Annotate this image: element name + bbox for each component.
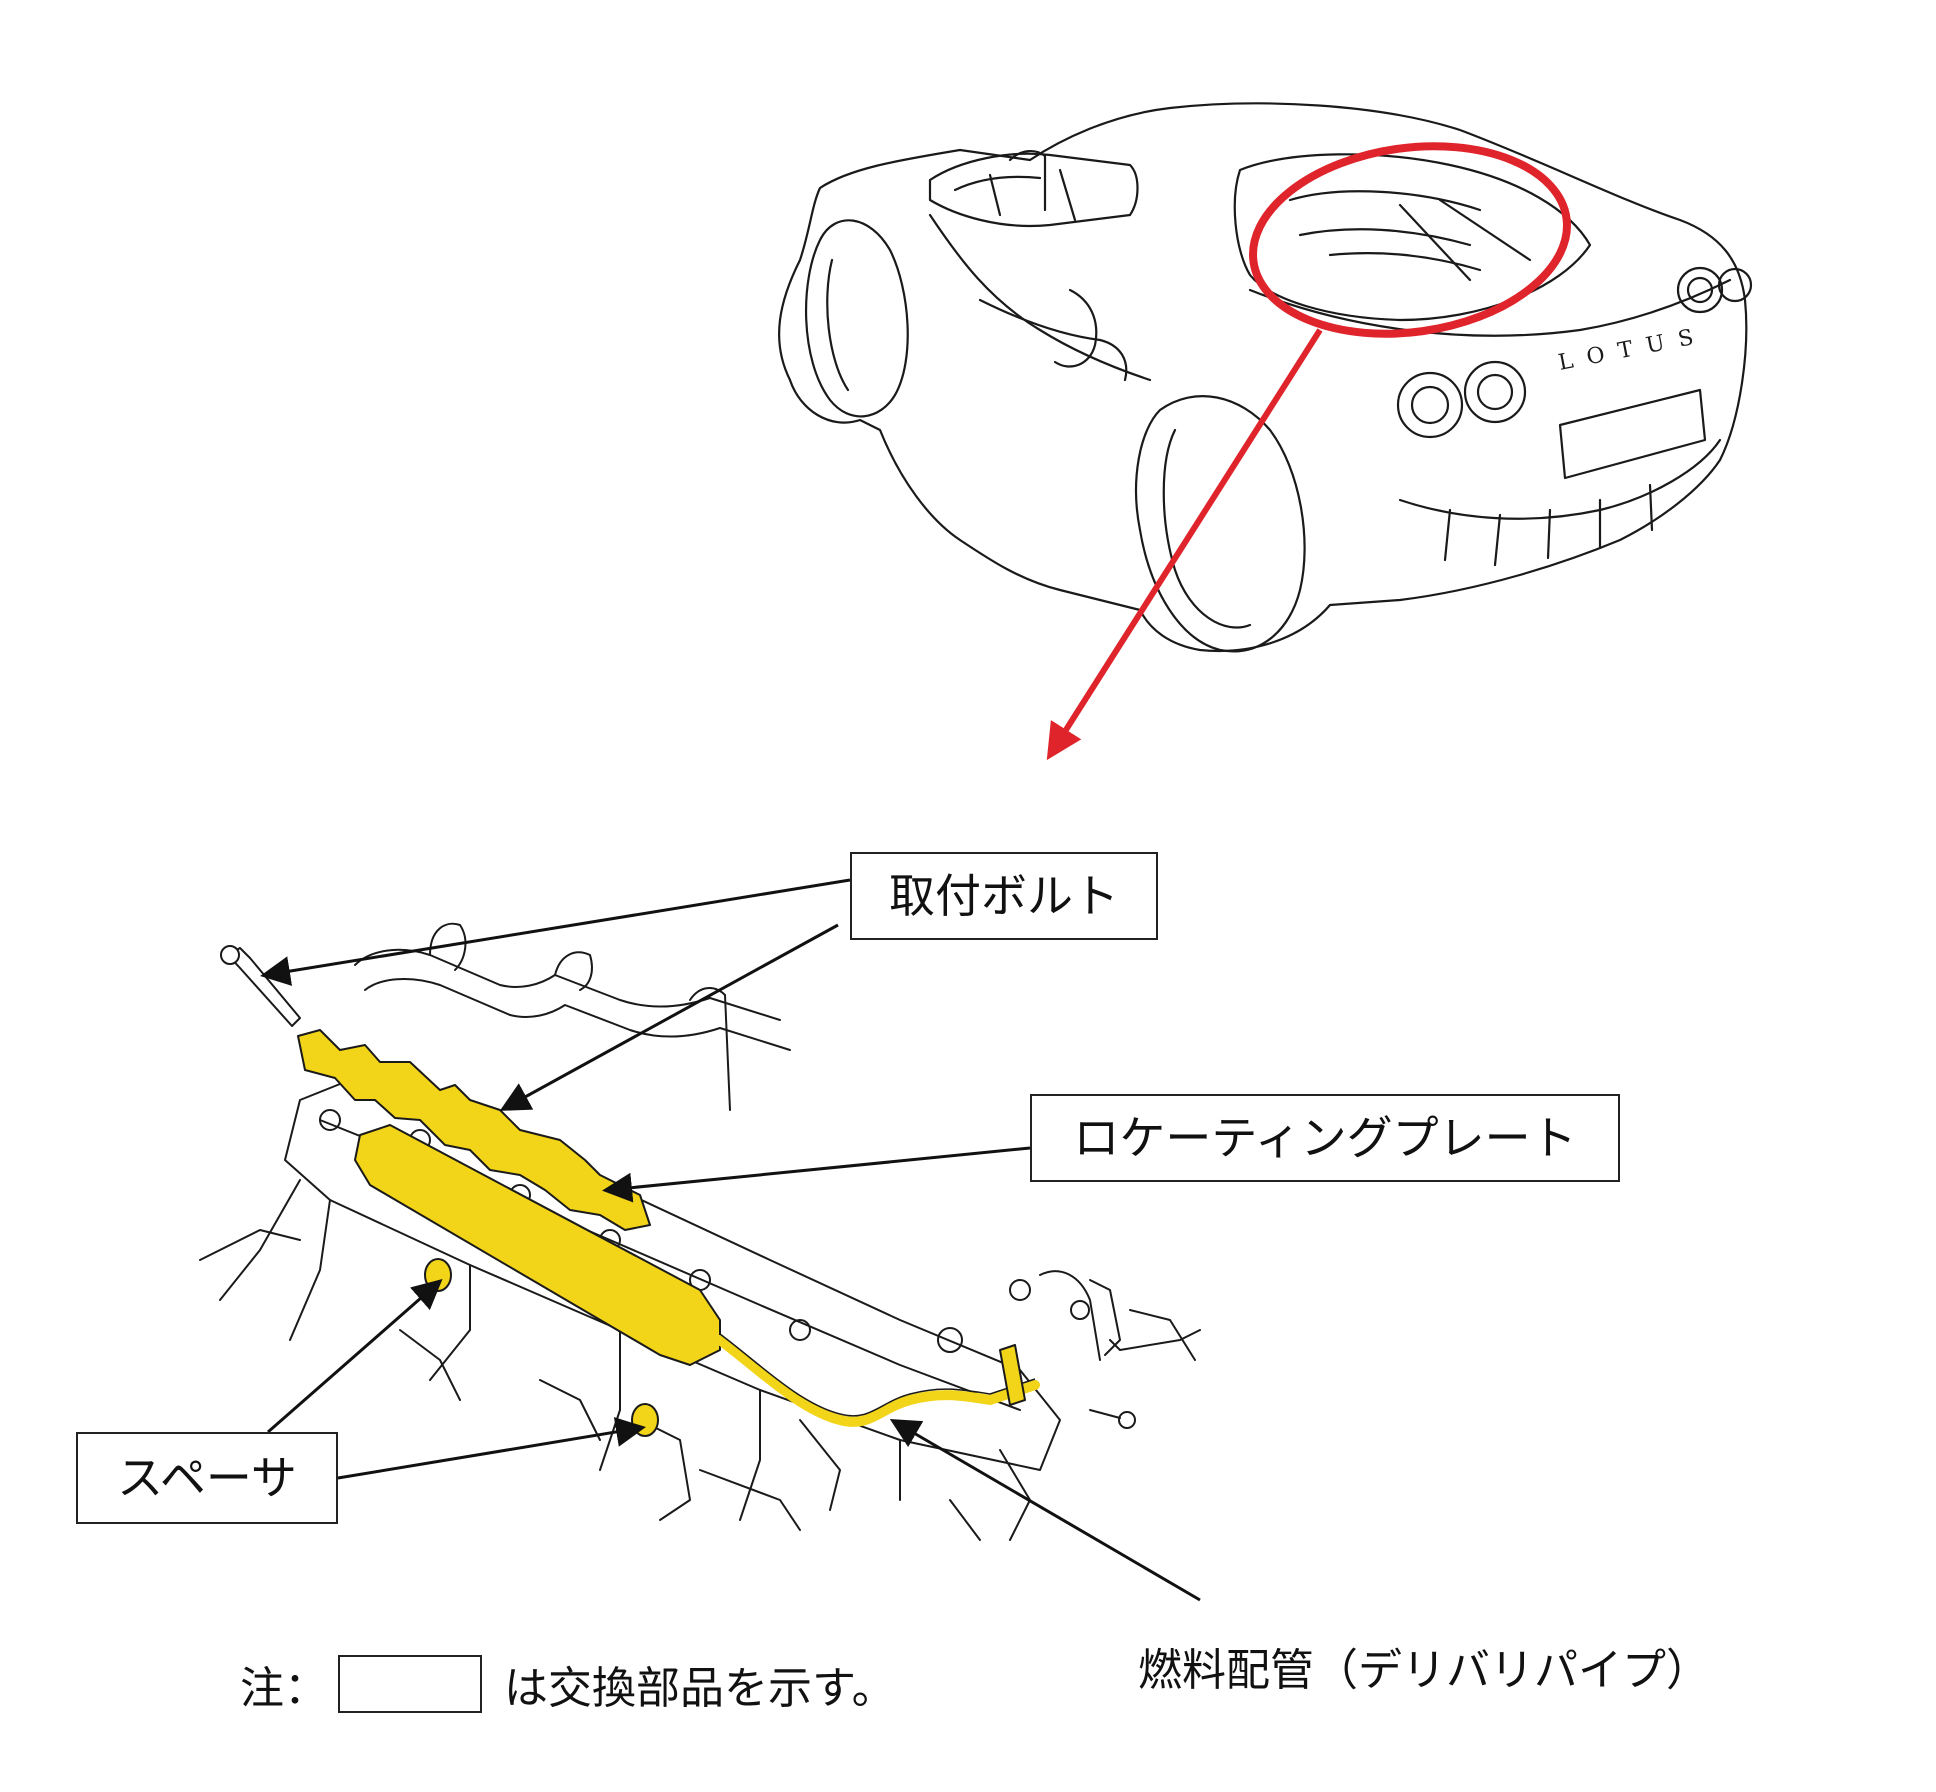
locating-plate-arrow: [602, 1146, 1031, 1203]
fuel-pipe-label: 燃料配管（デリバリパイプ）: [1138, 1645, 1710, 1696]
replacement-parts: [220, 945, 1040, 1437]
spacer-label-text: スペーサ: [117, 1451, 297, 1505]
spacer-shape-1: [424, 1258, 452, 1292]
bolt-arrow-2: [499, 923, 839, 1111]
bolt-label-text: 取付ボルト: [889, 869, 1119, 923]
note-prefix: 注：: [240, 1663, 328, 1714]
bolt-label: 取付ボルト: [850, 852, 1158, 940]
legend-note: 注： は交換部品を示す。: [240, 1648, 896, 1720]
bolt-arrow-1: [260, 878, 851, 986]
zoom-arrow: [1046, 328, 1323, 761]
locating-plate-label-text: ロケーティングプレート: [1073, 1111, 1577, 1165]
spacer-label: スペーサ: [76, 1432, 338, 1524]
spacer-shape-2: [631, 1403, 659, 1437]
replacement-swatch: [338, 1655, 482, 1713]
spacer-arrow-1: [267, 1279, 443, 1434]
note-suffix: は交換部品を示す。: [504, 1663, 896, 1714]
fuel-pipe-arrow: [889, 1418, 1201, 1602]
delivery-rail-shape: [354, 1124, 721, 1366]
car-illustration: [778, 102, 1753, 653]
bolt-shape: [227, 947, 301, 1027]
callout-arrows: [260, 878, 1201, 1602]
highlight-circle: [1249, 142, 1571, 338]
engine-illustration: [199, 922, 1201, 1541]
fuel-pipe-shape: [715, 1335, 1040, 1427]
locating-plate-shape: [297, 1029, 651, 1231]
spacer-arrow-2: [337, 1417, 646, 1480]
locating-plate-label: ロケーティングプレート: [1030, 1094, 1620, 1182]
